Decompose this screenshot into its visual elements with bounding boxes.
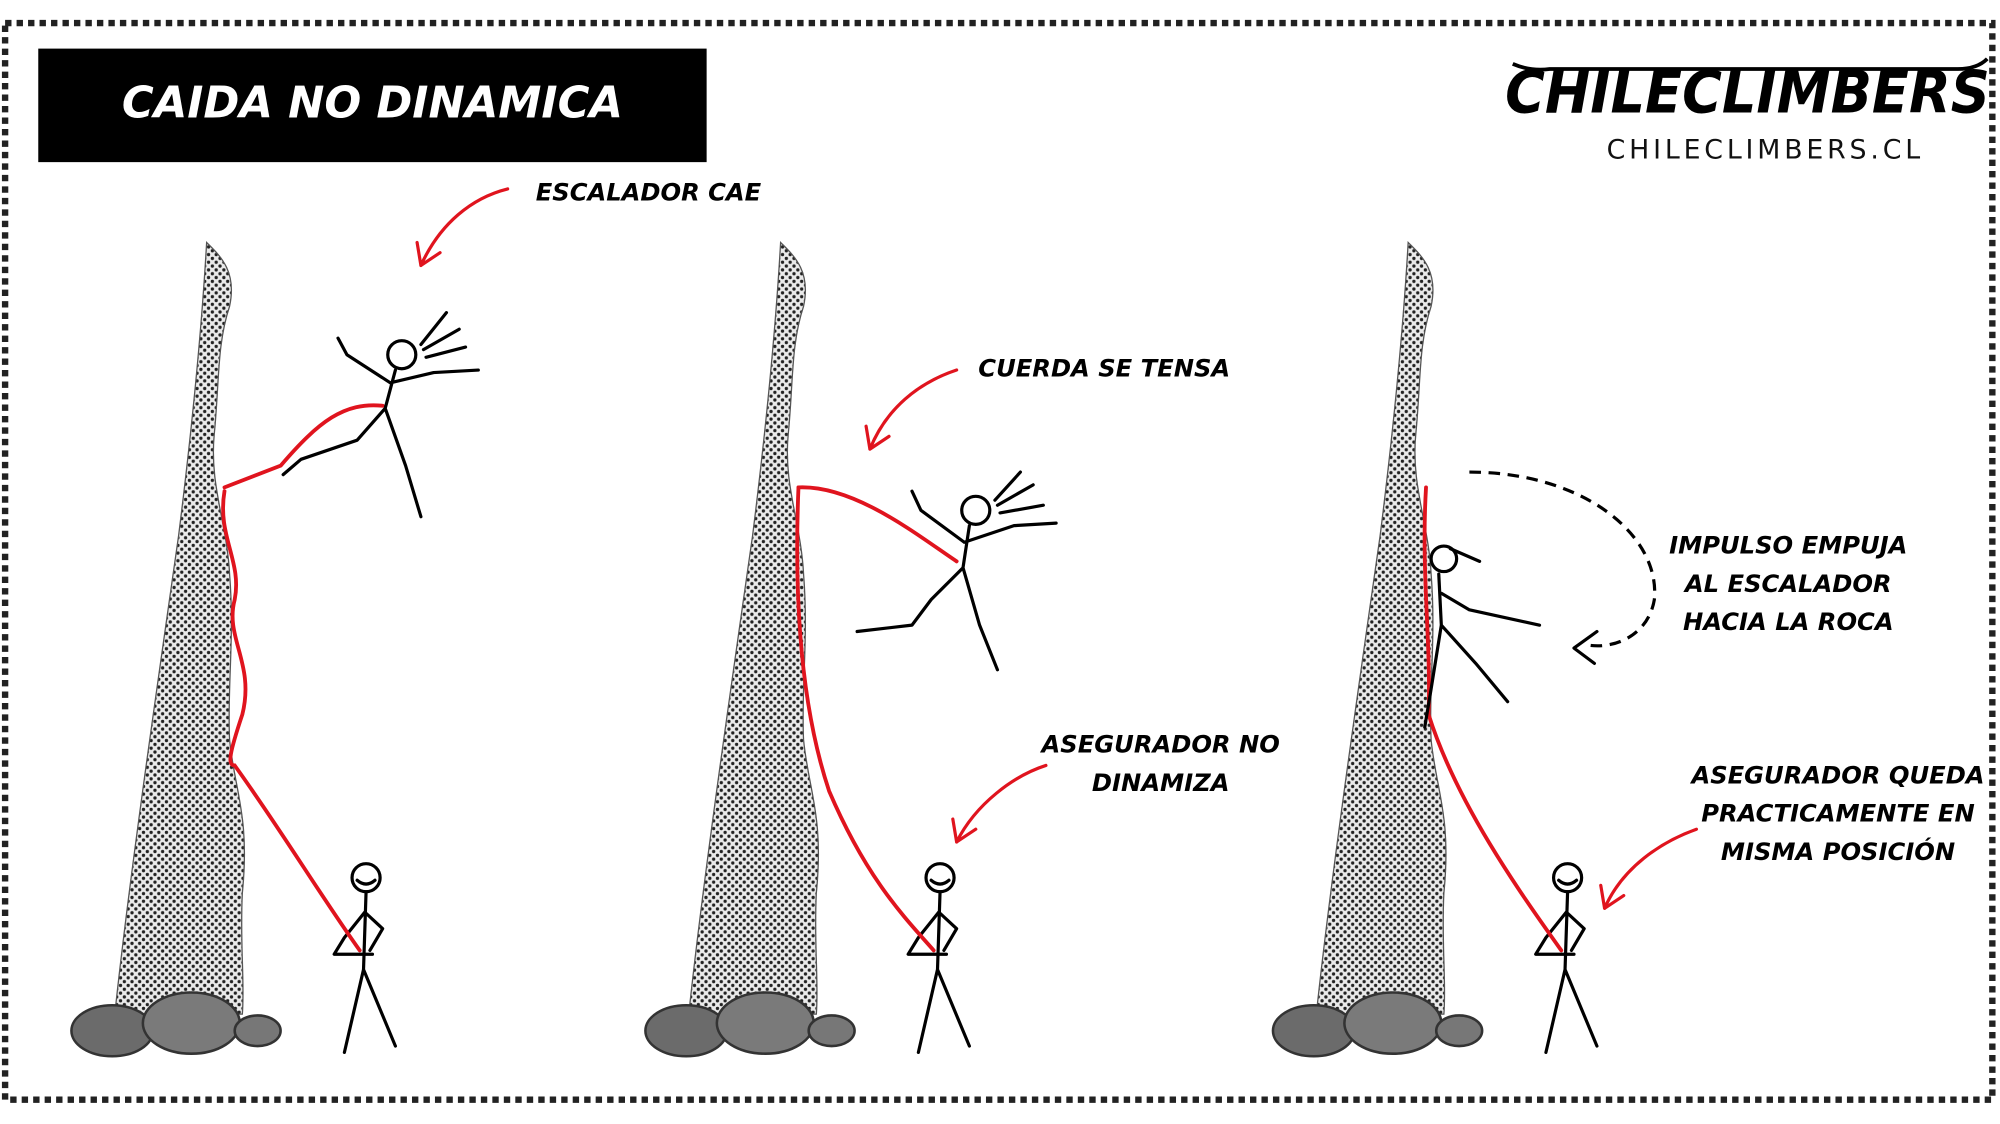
- label-asegurador-queda-2: PRACTICAMENTE EN: [1701, 800, 1974, 828]
- dotted-border: [1, 19, 1996, 1103]
- dashed-trajectory: [1469, 470, 1657, 648]
- label-impulso-1: IMPULSO EMPUJA: [1669, 532, 1907, 560]
- belayer-figure: [1534, 862, 1599, 1055]
- rock-wall: [1271, 241, 1484, 1058]
- red-arrow: [951, 763, 1048, 844]
- panel-1: ESCALADOR CAE: [70, 178, 762, 1058]
- falling-climber: [281, 311, 480, 519]
- label-cuerda-se-tensa: CUERDA SE TENSA: [978, 354, 1230, 382]
- belayer-figure: [332, 862, 398, 1055]
- red-arrow: [1599, 827, 1699, 910]
- logo-url: CHILECLIMBERS.CL: [1607, 134, 1924, 165]
- rope: [795, 485, 936, 953]
- label-asegurador-no-dinamiza-2: DINAMIZA: [1092, 769, 1230, 797]
- red-arrow: [864, 368, 959, 451]
- chileclimbers-logo: CHILECLIMBERS CHILECLIMBERS.CL: [1505, 57, 1990, 165]
- rope: [1422, 485, 1564, 953]
- label-asegurador-queda-1: ASEGURADOR QUEDA: [1689, 761, 1984, 789]
- page-title: CAIDA NO DINAMICA: [122, 78, 623, 128]
- trajectory-arrowhead: [1572, 629, 1599, 665]
- climber-against-rock: [1423, 544, 1542, 729]
- rock-wall: [70, 241, 282, 1058]
- logo-wordmark: CHILECLIMBERS: [1505, 58, 1990, 126]
- panel-3: IMPULSO EMPUJA AL ESCALADOR HACIA LA ROC…: [1271, 241, 1985, 1058]
- label-impulso-2: AL ESCALADOR: [1683, 570, 1892, 598]
- label-escalador-cae: ESCALADOR CAE: [536, 178, 762, 206]
- rope-to-climber: [796, 485, 959, 564]
- title-box: [38, 48, 707, 163]
- belayer-figure: [906, 862, 971, 1055]
- rope: [221, 489, 362, 953]
- red-arrow: [415, 187, 510, 268]
- falling-climber: [855, 470, 1058, 672]
- rope-to-climber: [222, 403, 385, 490]
- label-impulso-3: HACIA LA ROCA: [1683, 608, 1894, 636]
- rock-wall: [644, 241, 856, 1058]
- panel-2: CUERDA SE TENSA ASEGURADOR NO DINAMIZA: [644, 241, 1280, 1058]
- label-asegurador-queda-3: MISMA POSICIÓN: [1721, 836, 1955, 866]
- label-asegurador-no-dinamiza-1: ASEGURADOR NO: [1040, 731, 1280, 759]
